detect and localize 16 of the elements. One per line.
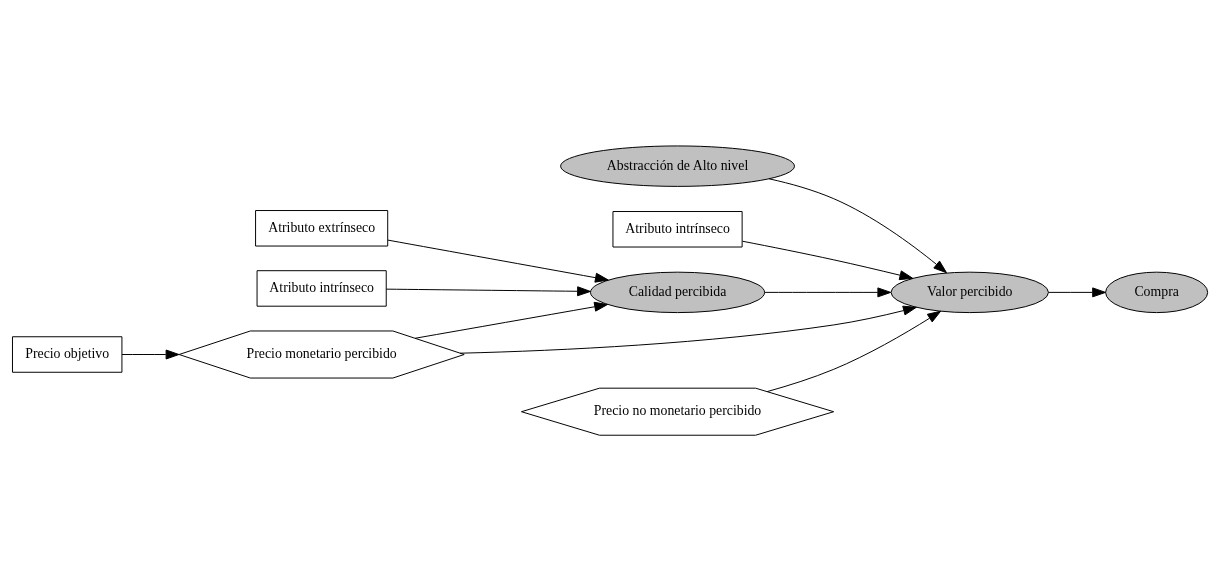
- arrow: [1048, 287, 1106, 298]
- node-ellipse: Compra: [1105, 271, 1209, 314]
- arrow: [387, 239, 609, 283]
- node-box: Atributo extrínseco: [255, 210, 389, 247]
- node-box: Atributo intrínseco: [256, 270, 387, 307]
- arrow: [121, 349, 180, 360]
- node-box: Atributo intrínseco: [612, 211, 743, 248]
- arrow: [766, 310, 942, 393]
- node-box: Precio objetivo: [11, 336, 123, 373]
- arrow: [742, 240, 914, 281]
- arrow: [764, 287, 892, 298]
- arrow: [414, 301, 608, 339]
- node-ellipse: Abstracción de Alto nivel: [560, 145, 795, 187]
- arrow: [459, 305, 917, 354]
- arrow: [768, 178, 948, 274]
- arrow: [385, 286, 591, 297]
